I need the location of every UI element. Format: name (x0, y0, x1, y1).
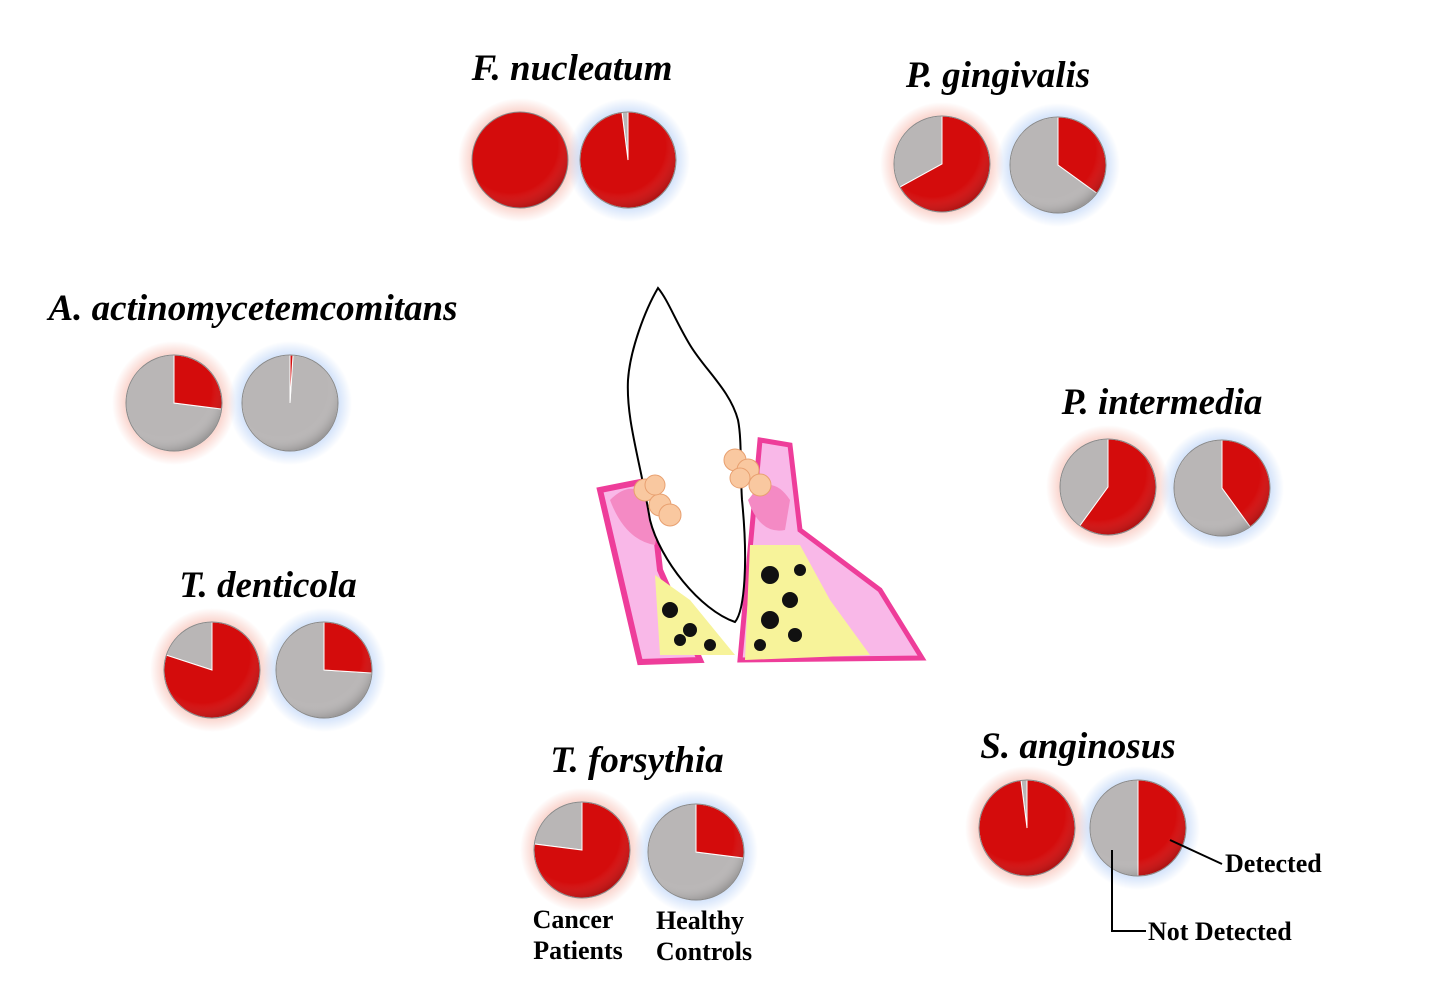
pie-shading (125, 354, 223, 452)
pie-s-anginosus-healthy (1076, 766, 1200, 890)
label-healthy-line1: Healthy (656, 906, 744, 935)
pie-p-gingivalis-cancer (880, 102, 1004, 226)
species-title-f-nucleatum: F. nucleatum (471, 48, 673, 89)
pie-p-intermedia-cancer (1046, 425, 1170, 549)
label-not-detected: Not Detected (1148, 917, 1292, 946)
pie-shading (1059, 438, 1157, 536)
pie-t-denticola-healthy (262, 608, 386, 732)
periodontal-tooth-illustration (596, 286, 927, 666)
pie-t-forsythia-cancer (520, 788, 644, 912)
pie-shading (533, 801, 631, 899)
species-title-a-actinomycetemcomitans: A. actinomycetemcomitans (46, 288, 457, 329)
label-cancer-line1: Cancer (533, 905, 614, 934)
pie-shading (241, 354, 339, 452)
pie-shading (1009, 116, 1107, 214)
pie-shading (471, 111, 569, 209)
pie-f-nucleatum-cancer (458, 98, 582, 222)
pie-p-intermedia-healthy (1160, 426, 1284, 550)
pie-shading (163, 621, 261, 719)
label-healthy-line2: Controls (656, 937, 752, 966)
pie-t-forsythia-healthy (634, 790, 758, 914)
pie-s-anginosus-cancer (965, 766, 1089, 890)
pie-a-actinomycetemcomitans-healthy (228, 341, 352, 465)
label-cancer-line2: Patients (533, 936, 623, 965)
pie-f-nucleatum-healthy (566, 98, 690, 222)
species-title-p-gingivalis: P. gingivalis (905, 55, 1090, 96)
not-detected-leader-line (1111, 850, 1146, 932)
pie-a-actinomycetemcomitans-cancer (112, 341, 236, 465)
species-title-t-forsythia: T. forsythia (550, 740, 723, 781)
species-title-s-anginosus: S. anginosus (980, 726, 1175, 767)
pie-shading (275, 621, 373, 719)
pie-t-denticola-cancer (150, 608, 274, 732)
label-detected: Detected (1225, 849, 1322, 878)
pie-shading (579, 111, 677, 209)
detected-leader-line (1169, 839, 1223, 865)
pie-shading (1089, 779, 1187, 877)
pie-p-gingivalis-healthy (996, 103, 1120, 227)
species-title-t-denticola: T. denticola (179, 565, 356, 606)
pie-shading (893, 115, 991, 213)
pie-shading (1173, 439, 1271, 537)
pie-shading (647, 803, 745, 901)
species-title-p-intermedia: P. intermedia (1061, 382, 1263, 423)
pie-shading (978, 779, 1076, 877)
